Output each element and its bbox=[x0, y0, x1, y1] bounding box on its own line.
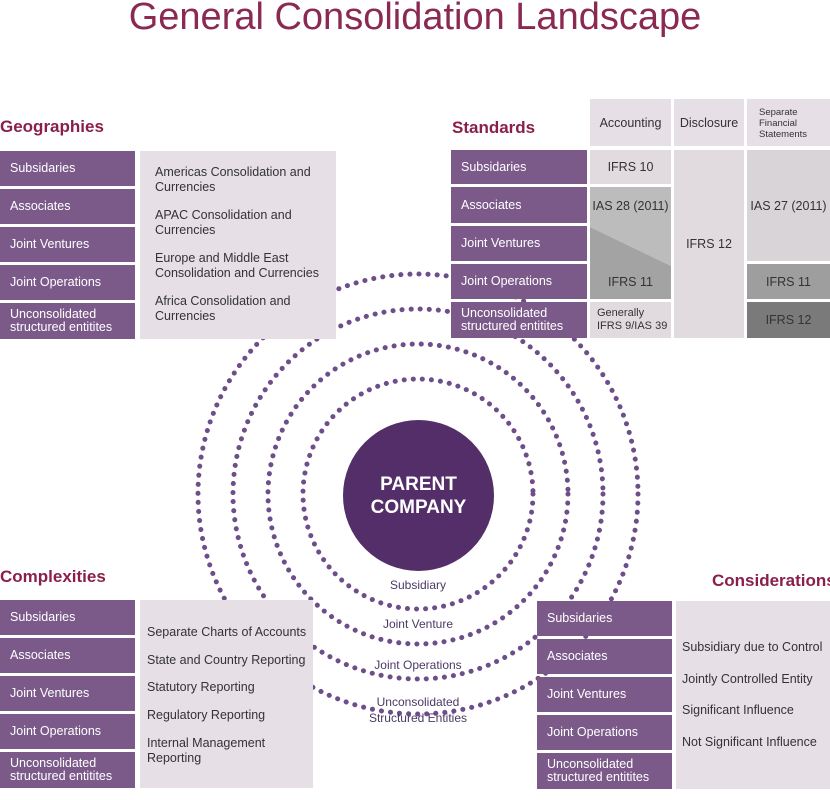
standards-title: Standards bbox=[452, 118, 536, 137]
std-entity-joint-ventures: Joint Ventures bbox=[451, 226, 587, 261]
separate-ias27: IAS 27 (2011) bbox=[747, 150, 830, 261]
cx-item-statutory: Statutory Reporting bbox=[147, 680, 255, 694]
geo-entity-joint-ventures: Joint Ventures bbox=[0, 227, 135, 262]
header-accounting: Accounting bbox=[590, 99, 671, 146]
separate-ifrs11: IFRS 11 bbox=[747, 264, 830, 299]
considerations-title: Considerations bbox=[712, 571, 830, 590]
ring-joint-venture bbox=[265, 341, 571, 647]
cn-item-not-significant: Not Significant Influence bbox=[682, 735, 817, 749]
cx-item-state-country: State and Country Reporting bbox=[147, 653, 306, 667]
cn-item-control: Subsidiary due to Control bbox=[682, 640, 823, 654]
accounting-ifrs11: IFRS 11 bbox=[608, 275, 653, 289]
ring-joint-operations bbox=[230, 306, 606, 682]
cx-entity-joint-ventures: Joint Ventures bbox=[0, 676, 135, 711]
header-disclosure: Disclosure bbox=[674, 99, 744, 146]
cn-item-significant: Significant Influence bbox=[682, 703, 794, 717]
accounting-ias28: IAS 28 (2011) bbox=[592, 199, 669, 213]
std-entity-associates: Associates bbox=[451, 187, 587, 223]
ring-subsidiary bbox=[300, 376, 536, 612]
cx-entity-subsidaries: Subsidaries bbox=[0, 600, 135, 635]
cn-entity-joint-ventures: Joint Ventures bbox=[537, 677, 672, 712]
accounting-ias28-ifrs11-diagonal bbox=[590, 187, 671, 299]
geo-entity-joint-operations: Joint Operations bbox=[0, 265, 135, 300]
ring-unconsolidated bbox=[195, 271, 641, 717]
std-entity-subsidaries: Subsidaries bbox=[451, 150, 587, 184]
ring-label-subsidiary: Subsidiary bbox=[389, 578, 447, 592]
cn-entity-subsidaries: Subsidaries bbox=[537, 601, 672, 636]
geo-entity-associates: Associates bbox=[0, 189, 135, 224]
cx-item-regulatory: Regulatory Reporting bbox=[147, 708, 266, 722]
complexities-title: Complexities bbox=[0, 567, 106, 586]
cx-item-charts-of-accounts: Separate Charts of Accounts bbox=[147, 625, 307, 639]
cn-entity-associates: Associates bbox=[537, 639, 672, 674]
std-entity-joint-operations: Joint Operations bbox=[451, 264, 587, 299]
complexities-panel: Separate Charts of Accounts State and Co… bbox=[140, 600, 313, 788]
cx-entity-associates: Associates bbox=[0, 638, 135, 673]
accounting-ifrs10: IFRS 10 bbox=[590, 150, 671, 184]
cn-item-jointly-controlled: Jointly Controlled Entity bbox=[682, 672, 813, 686]
geo-entity-subsidaries: Subsidaries bbox=[0, 151, 135, 186]
ring-label-joint-venture: Joint Venture bbox=[382, 617, 454, 631]
page-title: General Consolidation Landscape bbox=[128, 0, 702, 38]
cn-entity-joint-operations: Joint Operations bbox=[537, 715, 672, 750]
disclosure-ifrs12: IFRS 12 bbox=[674, 150, 744, 338]
separate-ifrs12: IFRS 12 bbox=[747, 302, 830, 338]
ring-label-joint-operations: Joint Operations bbox=[374, 658, 462, 672]
considerations-panel: Subsidiary due to Control Jointly Contro… bbox=[676, 601, 830, 789]
geographies-title: Geographies bbox=[0, 117, 104, 136]
cx-entity-joint-operations: Joint Operations bbox=[0, 714, 135, 749]
